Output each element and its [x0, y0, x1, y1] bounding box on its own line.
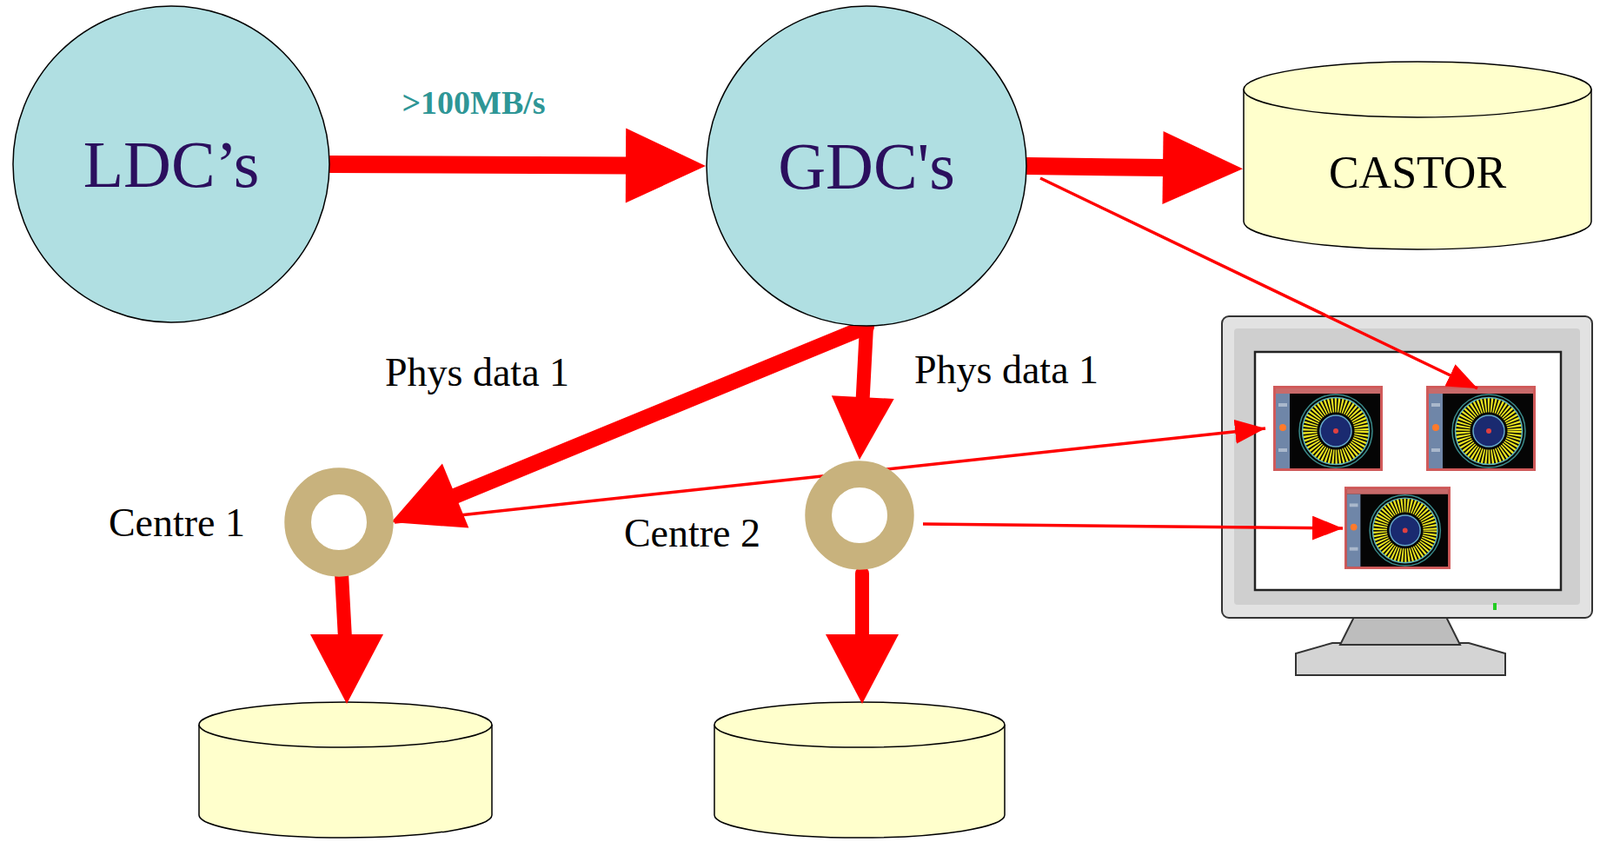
storage-arrow: [825, 573, 899, 704]
node-label: Centre 2: [624, 510, 761, 557]
edge-label: Phys data 1: [385, 349, 570, 396]
flow-arrow: [330, 128, 706, 204]
process-circle: LDC’s: [12, 5, 331, 324]
arrow-head: [391, 464, 469, 529]
edge-label: >100MB/s: [401, 83, 545, 122]
arrow-head: [625, 128, 706, 204]
storage-cylinder: [199, 702, 492, 838]
centre-ring: Centre 1: [283, 466, 395, 578]
edge-label: Phys data 1: [914, 346, 1099, 393]
node-text: GDC's: [777, 128, 956, 205]
storage-cylinder: CASTOR: [1242, 60, 1593, 251]
node-text: CASTOR: [1328, 146, 1507, 199]
arrow-head: [1161, 131, 1243, 205]
storage-cylinder: [714, 702, 1005, 838]
arrow-shaft: [863, 326, 867, 399]
monitor: [1221, 316, 1593, 676]
storage-arrow: [310, 573, 384, 704]
node-text: LDC’s: [83, 126, 260, 203]
centre-ring: Centre 2: [803, 459, 916, 571]
arrow-shaft: [1027, 165, 1165, 168]
text-holder: LDC’s: [12, 5, 331, 324]
arrow-shaft: [330, 164, 628, 166]
centre-ring-outline: [283, 466, 395, 578]
arrow-head: [831, 395, 895, 460]
flow-arrow: [831, 326, 895, 460]
process-circle: GDC's: [705, 5, 1028, 327]
node-label: Centre 1: [108, 499, 246, 546]
text-holder: GDC's: [705, 5, 1028, 327]
centre-ring-outline: [803, 459, 916, 571]
flow-arrow: [1027, 131, 1243, 205]
text-holder: CASTOR: [1242, 60, 1593, 251]
display-arrow: [922, 524, 1343, 529]
